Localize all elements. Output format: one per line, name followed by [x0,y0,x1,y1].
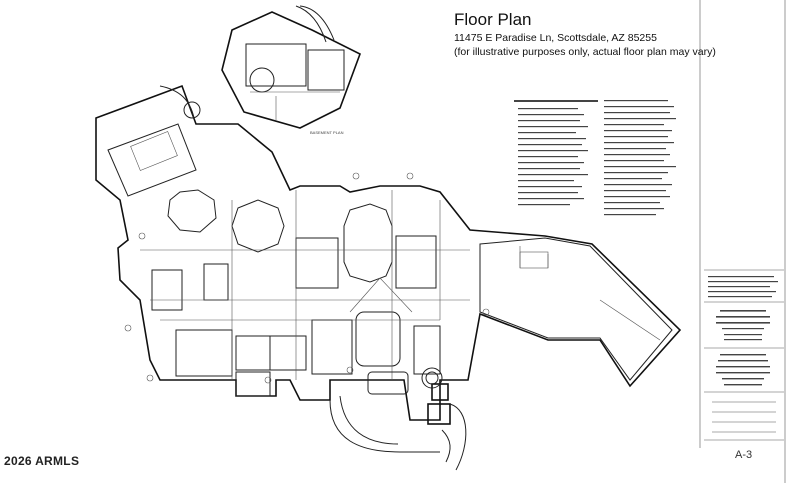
main-floor-plan [95,84,682,471]
disclaimer-text: (for illustrative purposes only, actual … [454,46,716,58]
page-title: Floor Plan [454,10,532,29]
copyright-watermark: 2026 ARMLS [4,454,80,468]
property-address: 11475 E Paradise Ln, Scottsdale, AZ 8525… [454,32,657,44]
sheet-number: A-3 [735,449,753,461]
basement-plan: BASEMENT PLAN [221,5,361,135]
general-notes [514,100,676,216]
title-block [704,269,784,441]
svg-text:BASEMENT PLAN: BASEMENT PLAN [310,130,344,135]
